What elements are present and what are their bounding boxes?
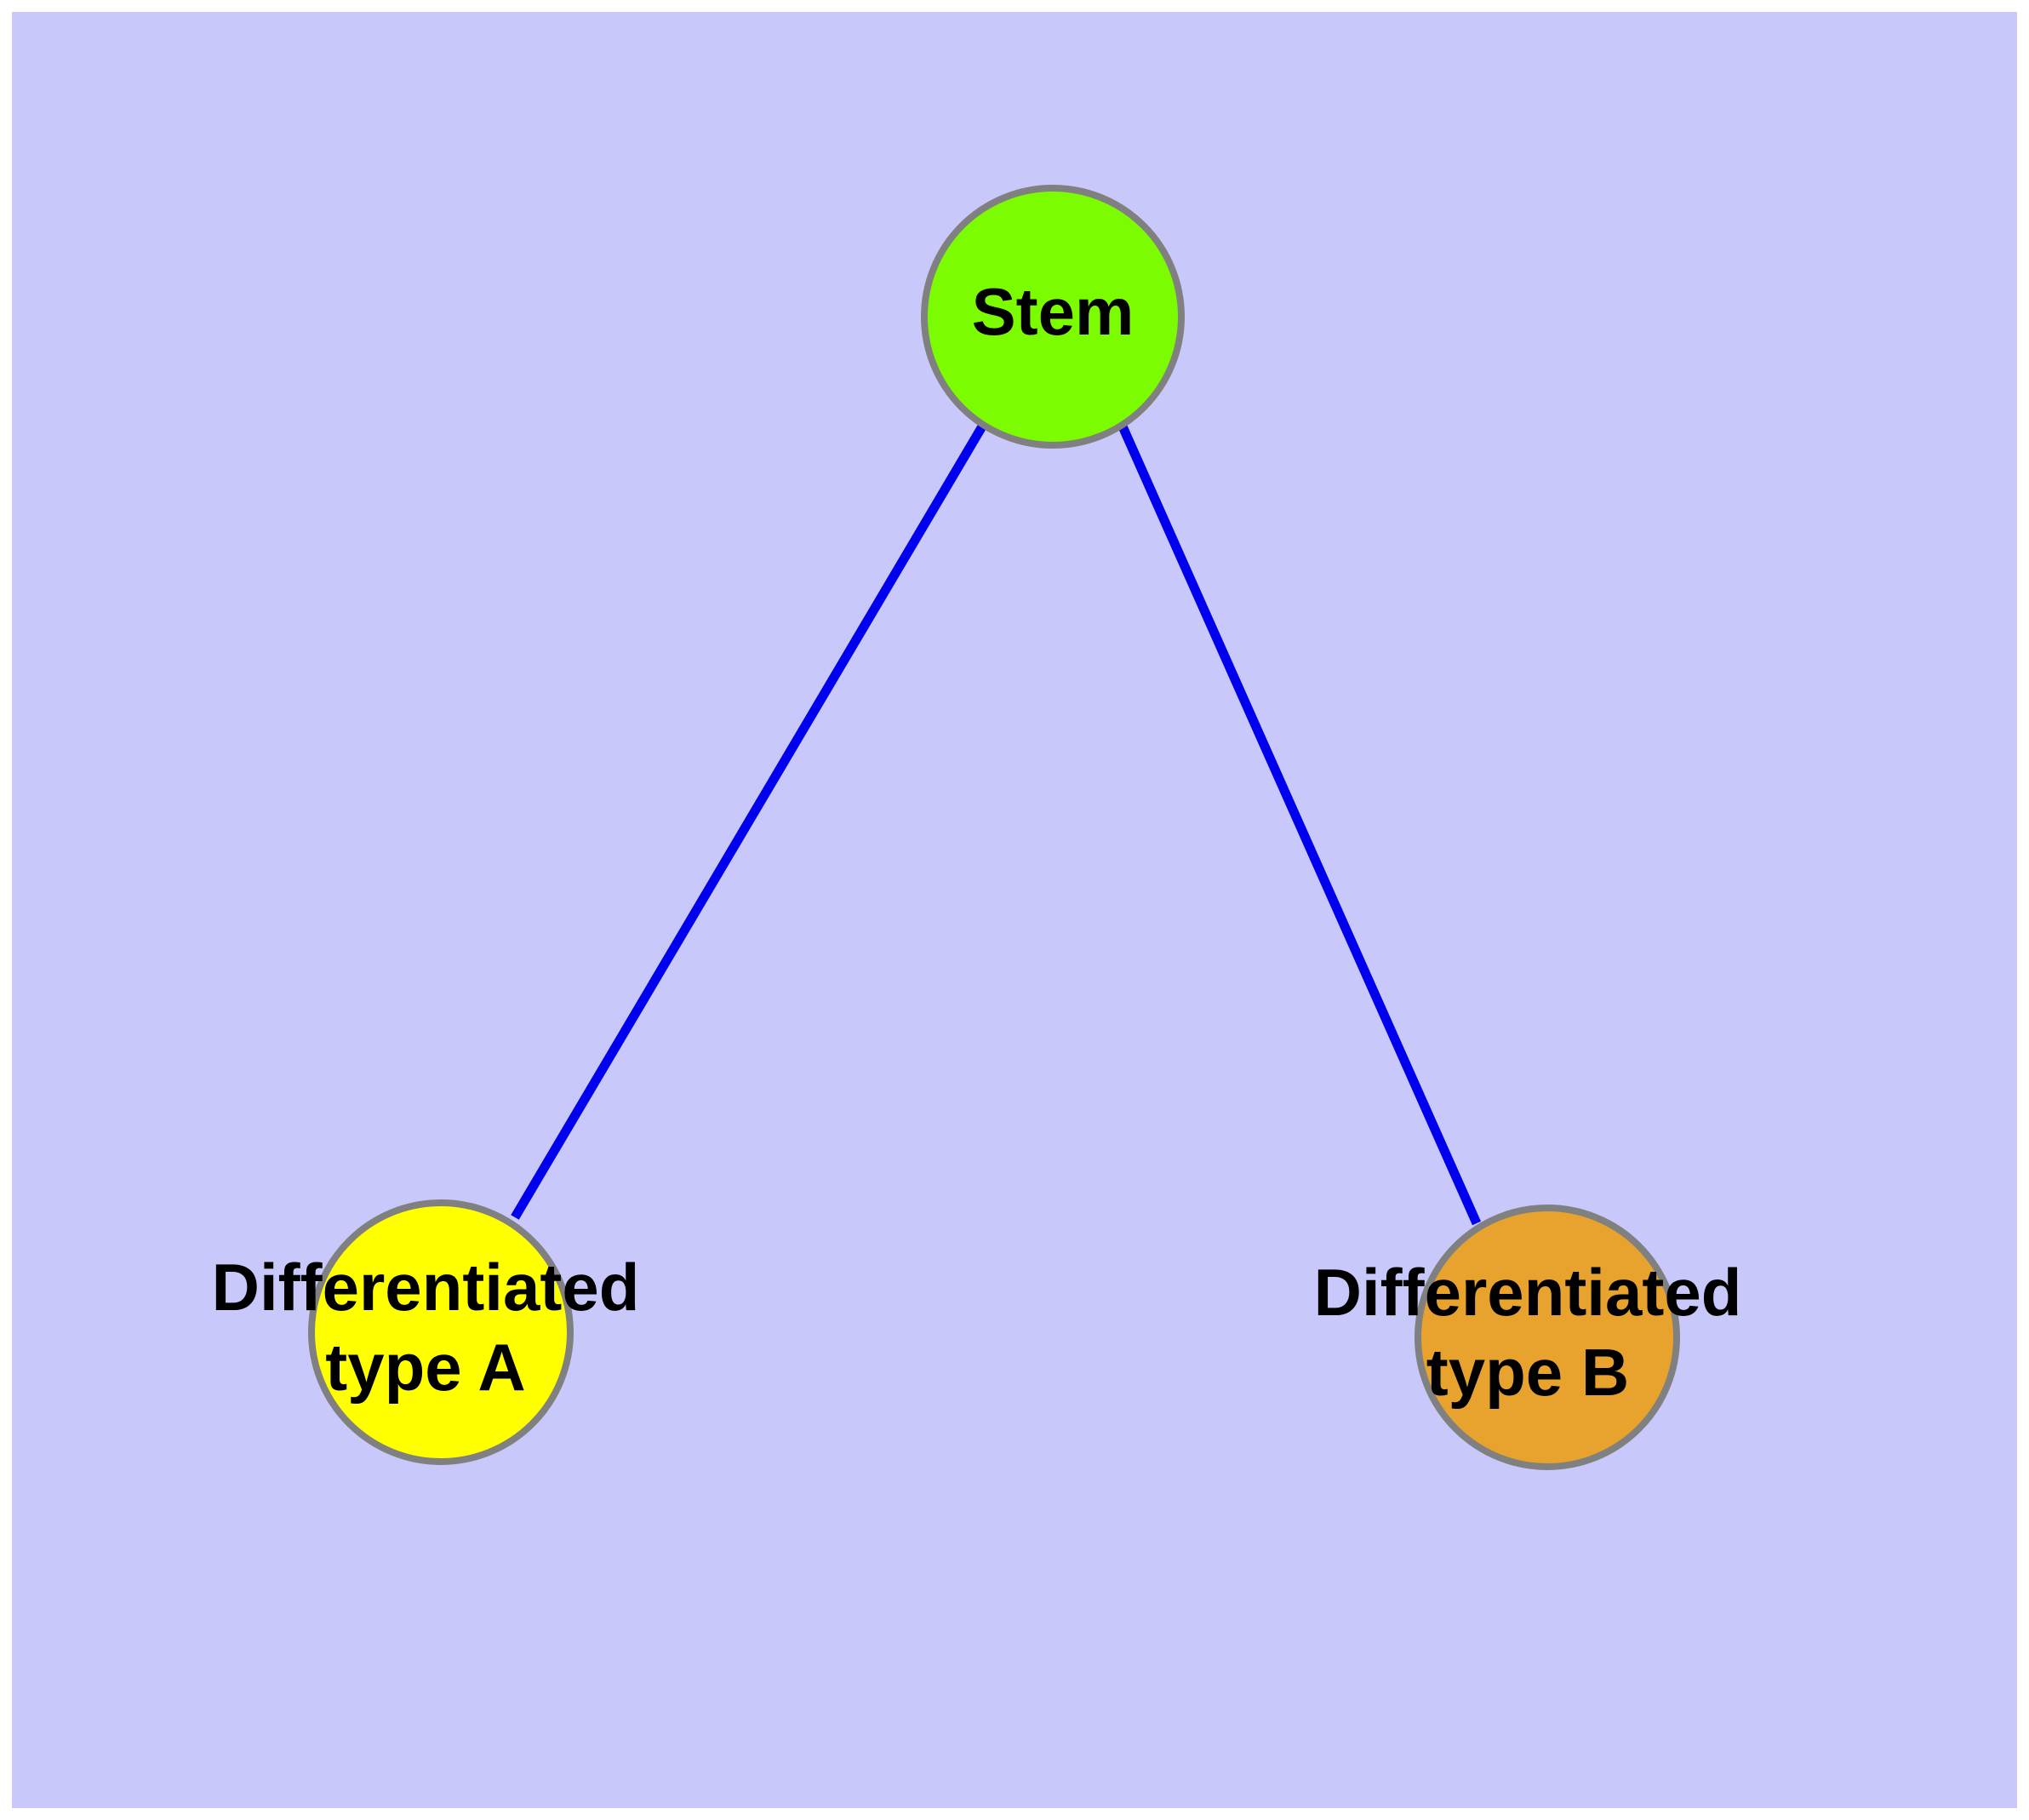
edge-stem-to-diff-b[interactable] [1117, 424, 1482, 1226]
node-label-stem: Stem [972, 274, 1135, 349]
node-diff-b[interactable] [1415, 1205, 1680, 1470]
node-diff-a[interactable] [308, 1199, 574, 1465]
edge-stem-to-diff-a[interactable] [511, 424, 986, 1220]
edges-layer [511, 424, 1482, 1226]
node-label-line: Stem [972, 274, 1135, 349]
node-label-line: type A [325, 1330, 526, 1405]
node-label-line: type B [1426, 1335, 1629, 1410]
node-stem[interactable] [921, 185, 1185, 449]
node-label-line: Differentiated [1314, 1255, 1742, 1330]
nodes-layer [308, 185, 1680, 1470]
node-label-line: Differentiated [212, 1250, 640, 1325]
